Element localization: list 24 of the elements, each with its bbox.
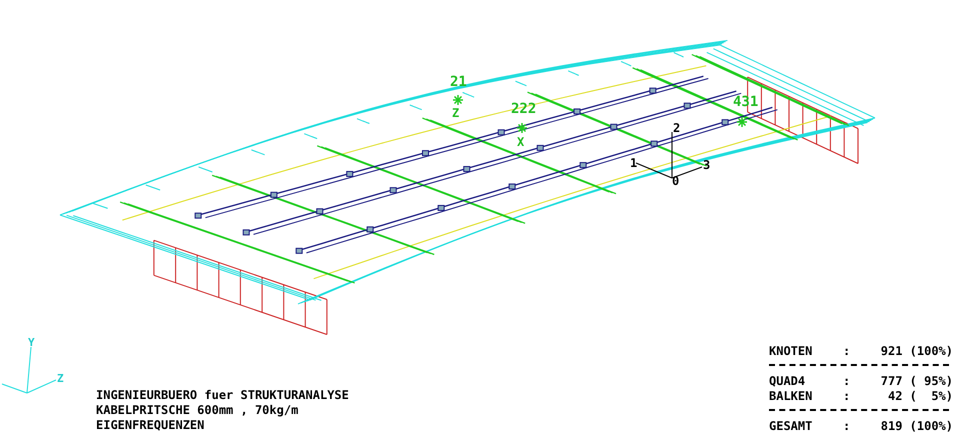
- table-value: 819 (100%): [880, 419, 953, 433]
- node-number: 21: [450, 75, 467, 89]
- table-separator: :: [843, 419, 850, 433]
- table-row-label: QUAD4: [769, 374, 806, 388]
- axis-label: X: [517, 135, 524, 149]
- axis-label: Y: [28, 336, 35, 350]
- table-row-label: BALKEN: [769, 389, 812, 403]
- title-text: INGENIEURBUERO fuer STRUKTURANALYSE: [96, 388, 349, 402]
- subtitle-text: KABELPRITSCHE 600mm , 70kg/m: [96, 403, 298, 417]
- table-separator: :: [843, 374, 850, 388]
- table-value: 777 ( 95%): [880, 374, 953, 388]
- axis-label: 3: [703, 158, 710, 172]
- axis-label: Z: [452, 106, 460, 120]
- axis-label: 0: [672, 174, 680, 188]
- axis-label: 2: [673, 121, 680, 135]
- axis-label: 1: [630, 156, 638, 170]
- table-value: 42 ( 5%): [888, 389, 953, 403]
- table-separator: :: [843, 344, 850, 358]
- subtitle-text: EIGENFREQUENZEN: [96, 418, 204, 432]
- axis-label: Z: [57, 372, 64, 386]
- table-row-label: GESAMT: [769, 419, 812, 433]
- table-separator: :: [843, 389, 850, 403]
- table-value: 921 (100%): [880, 344, 953, 358]
- table-row-label: KNOTEN: [769, 344, 812, 358]
